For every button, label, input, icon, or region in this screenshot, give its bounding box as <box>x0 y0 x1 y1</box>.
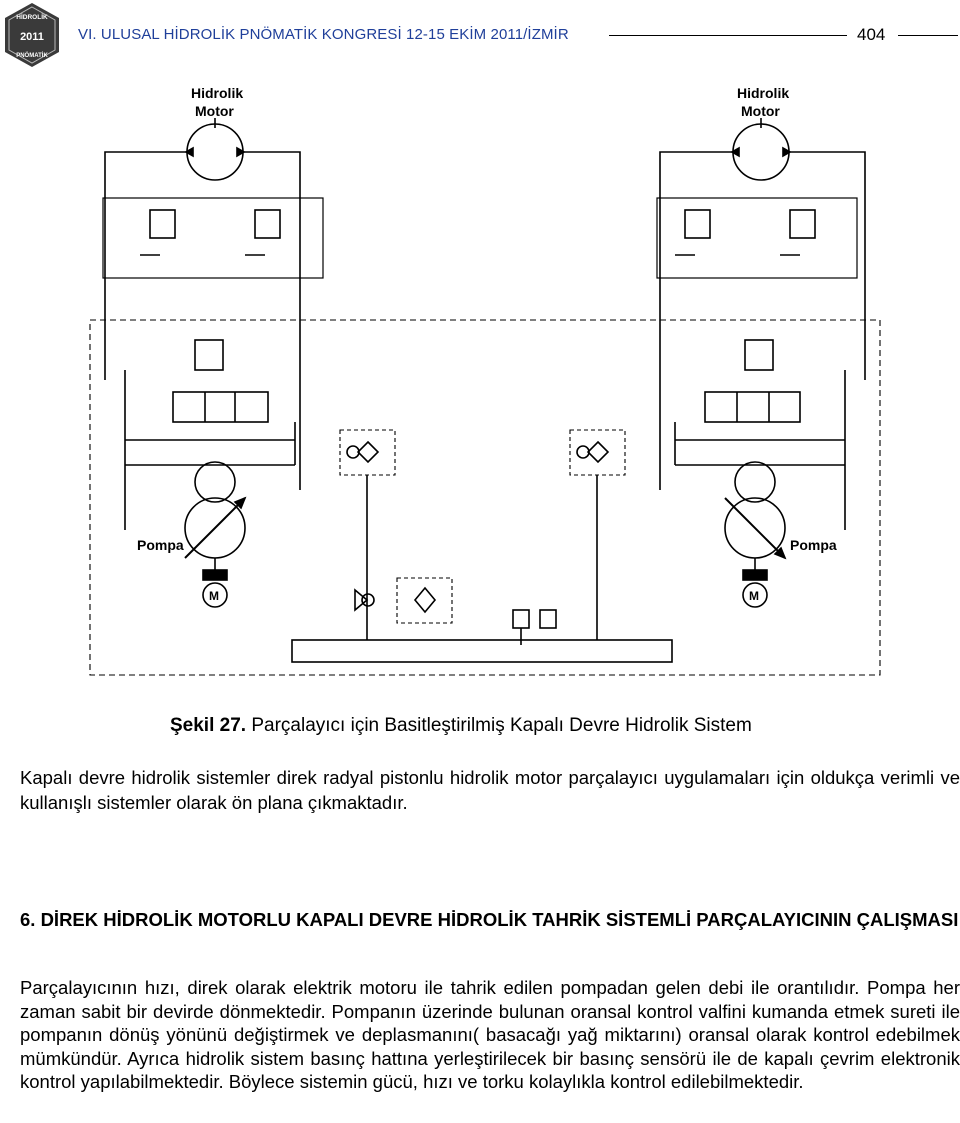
congress-logo: HİDROLİK 2011 PNÖMATİK <box>5 3 59 67</box>
header-rule-right <box>898 35 958 36</box>
left-motor-label-1: Hidrolik <box>191 85 243 101</box>
left-circuit: Hidrolik Motor Pompa M <box>102 85 396 640</box>
right-motor-label-1: Hidrolik <box>737 85 789 101</box>
left-filter-block <box>339 429 396 476</box>
header-rule-left <box>609 35 847 36</box>
center-filter-block <box>396 577 453 624</box>
right-charge-pump <box>734 461 776 503</box>
page-header: HİDROLİK 2011 PNÖMATİK VI. ULUSAL HİDROL… <box>0 0 960 75</box>
section-heading: 6. DİREK HİDROLİK MOTORLU KAPALI DEVRE H… <box>20 909 959 930</box>
right-relief-valve <box>744 339 774 371</box>
left-valve-block <box>102 197 324 279</box>
left-directional-valve <box>172 391 269 423</box>
figure-caption: Şekil 27. Parçalayıcı için Basitleştiril… <box>170 715 752 737</box>
dashed-frame <box>89 319 881 676</box>
right-valve-block <box>656 197 858 279</box>
page-number: 404 <box>857 25 886 44</box>
left-charge-pump <box>194 461 236 503</box>
left-electric-motor <box>202 582 228 608</box>
right-directional-valve <box>704 391 801 423</box>
right-motor-symbol <box>732 123 790 181</box>
tank-block <box>291 639 673 663</box>
gauge-2 <box>539 609 557 629</box>
left-pump-label: Pompa <box>137 537 184 553</box>
right-motor-m: M <box>749 589 759 603</box>
conference-title: VI. ULUSAL HİDROLİK PNÖMATİK KONGRESİ 12… <box>78 26 569 43</box>
logo-text-bottom: PNÖMATİK <box>16 52 48 59</box>
right-motor-label-2: Motor <box>741 103 780 119</box>
paragraph-1: Kapalı devre hidrolik sistemler direk ra… <box>20 767 960 813</box>
right-circuit: Hidrolik Motor Pompa M <box>569 85 866 640</box>
left-motor-label-2: Motor <box>195 103 234 119</box>
figure-caption-label: Şekil 27. <box>170 715 247 736</box>
logo-year: 2011 <box>20 31 44 43</box>
right-pump-label: Pompa <box>790 537 837 553</box>
right-electric-motor <box>742 582 768 608</box>
left-motor-symbol <box>186 123 244 181</box>
logo-text-top: HİDROLİK <box>16 13 48 21</box>
paragraph-2: Parçalayıcının hızı, direk olarak elektr… <box>20 977 960 1092</box>
gauge-1 <box>512 609 530 629</box>
left-relief-valve <box>194 339 224 371</box>
left-motor-m: M <box>209 589 219 603</box>
figure-caption-text: Parçalayıcı için Basitleştirilmiş Kapalı… <box>246 715 752 736</box>
right-filter-block <box>569 429 626 476</box>
hydraulic-circuit-diagram: Hidrolik Motor Pompa M <box>89 85 881 676</box>
